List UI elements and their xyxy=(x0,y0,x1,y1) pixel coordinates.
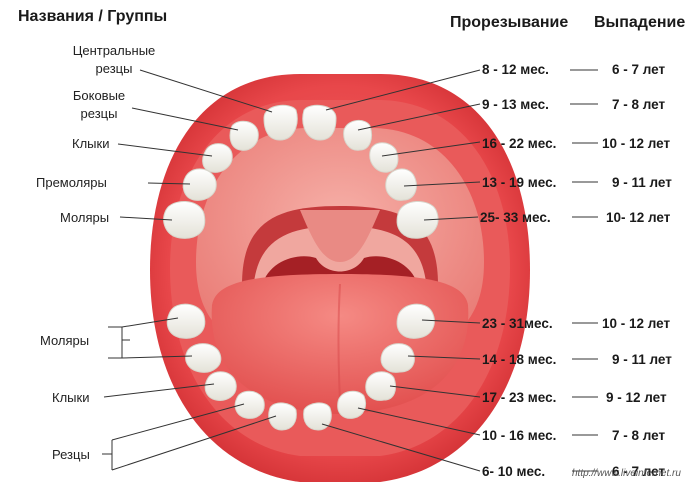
eruption-row-9: 10 - 16 мес. xyxy=(482,428,557,443)
shedding-row-6: 10 - 12 лет xyxy=(602,316,671,331)
lower-canine-right xyxy=(365,371,397,401)
eruption-row-7: 14 - 18 мес. xyxy=(482,352,557,367)
label-upper-canines: Клыки xyxy=(72,136,110,151)
watermark: http://www.liveinternet.ru xyxy=(572,468,681,479)
eruption-row-10: 6- 10 мес. xyxy=(482,464,546,479)
eruption-row-5: 25- 33 мес. xyxy=(480,210,551,225)
upper-canine-left xyxy=(202,143,233,173)
lower-premolar-right xyxy=(380,343,415,373)
tongue-groove xyxy=(337,283,341,401)
header-shedding: Выпадение xyxy=(594,14,686,31)
shedding-row-3: 10 - 12 лет xyxy=(602,136,671,151)
right-leader-lines xyxy=(321,69,598,472)
upper-central-incisor-right xyxy=(302,104,337,141)
upper-teeth xyxy=(163,104,439,239)
upper-central-incisor-left xyxy=(263,104,298,141)
eruption-row-8: 17 - 23 мес. xyxy=(482,390,557,405)
eruption-row-4: 13 - 19 мес. xyxy=(482,175,557,190)
lower-molar-left xyxy=(166,303,206,339)
label-lateral-incisors-line2: резцы xyxy=(80,106,118,121)
label-lower-incisors: Резцы xyxy=(52,447,90,462)
shedding-row-4: 9 - 11 лет xyxy=(612,175,672,190)
upper-premolar-right xyxy=(385,168,417,201)
label-lateral-incisors-line1: Боковые xyxy=(72,88,126,103)
eruption-row-1: 8 - 12 мес. xyxy=(482,62,549,77)
shedding-row-5: 10- 12 лет xyxy=(606,210,671,225)
label-upper-molars: Моляры xyxy=(60,210,110,225)
label-central-incisors-line1: Центральные xyxy=(72,43,156,58)
header-eruption: Прорезывание xyxy=(450,14,569,31)
lower-teeth xyxy=(166,303,435,431)
upper-canine-right xyxy=(369,142,399,173)
eruption-row-2: 9 - 13 мес. xyxy=(482,97,549,112)
lower-molar-right xyxy=(396,303,435,339)
shedding-row-7: 9 - 11 лет xyxy=(612,352,672,367)
upper-premolar-left xyxy=(182,168,217,201)
lower-central-incisor-right xyxy=(303,402,332,431)
shedding-row-9: 7 - 8 лет xyxy=(612,428,666,443)
shedding-row-8: 9 - 12 лет xyxy=(606,390,667,405)
shedding-row-2: 7 - 8 лет xyxy=(612,97,666,112)
lower-lateral-incisor-right xyxy=(337,390,367,419)
label-lower-canines: Клыки xyxy=(52,390,90,405)
label-central-incisors: Центральные резцы xyxy=(64,43,164,76)
label-lateral-incisors: Боковые резцы xyxy=(60,88,138,121)
shedding-row-1: 6 - 7 лет xyxy=(612,62,666,77)
lower-central-incisor-left xyxy=(268,402,297,431)
header-groups: Названия / Группы xyxy=(18,8,168,25)
label-premolars: Премоляры xyxy=(36,175,107,190)
lower-canine-left xyxy=(204,371,237,401)
label-lower-molars: Моляры xyxy=(40,333,90,348)
left-leader-lines xyxy=(102,69,277,471)
lower-premolar-left xyxy=(185,343,222,373)
upper-molar-right xyxy=(396,201,439,239)
upper-lateral-incisor-right xyxy=(343,120,373,151)
uvula xyxy=(300,210,380,262)
upper-molar-left xyxy=(163,201,206,239)
shedding-row-10: 6 - 7 лет xyxy=(612,464,666,479)
label-central-incisors-line2: резцы xyxy=(95,61,133,76)
eruption-row-3: 16 - 22 мес. xyxy=(482,136,557,151)
lower-lateral-incisor-left xyxy=(234,390,265,419)
upper-lateral-incisor-left xyxy=(229,120,259,151)
eruption-row-6: 23 - 31мес. xyxy=(482,316,553,331)
